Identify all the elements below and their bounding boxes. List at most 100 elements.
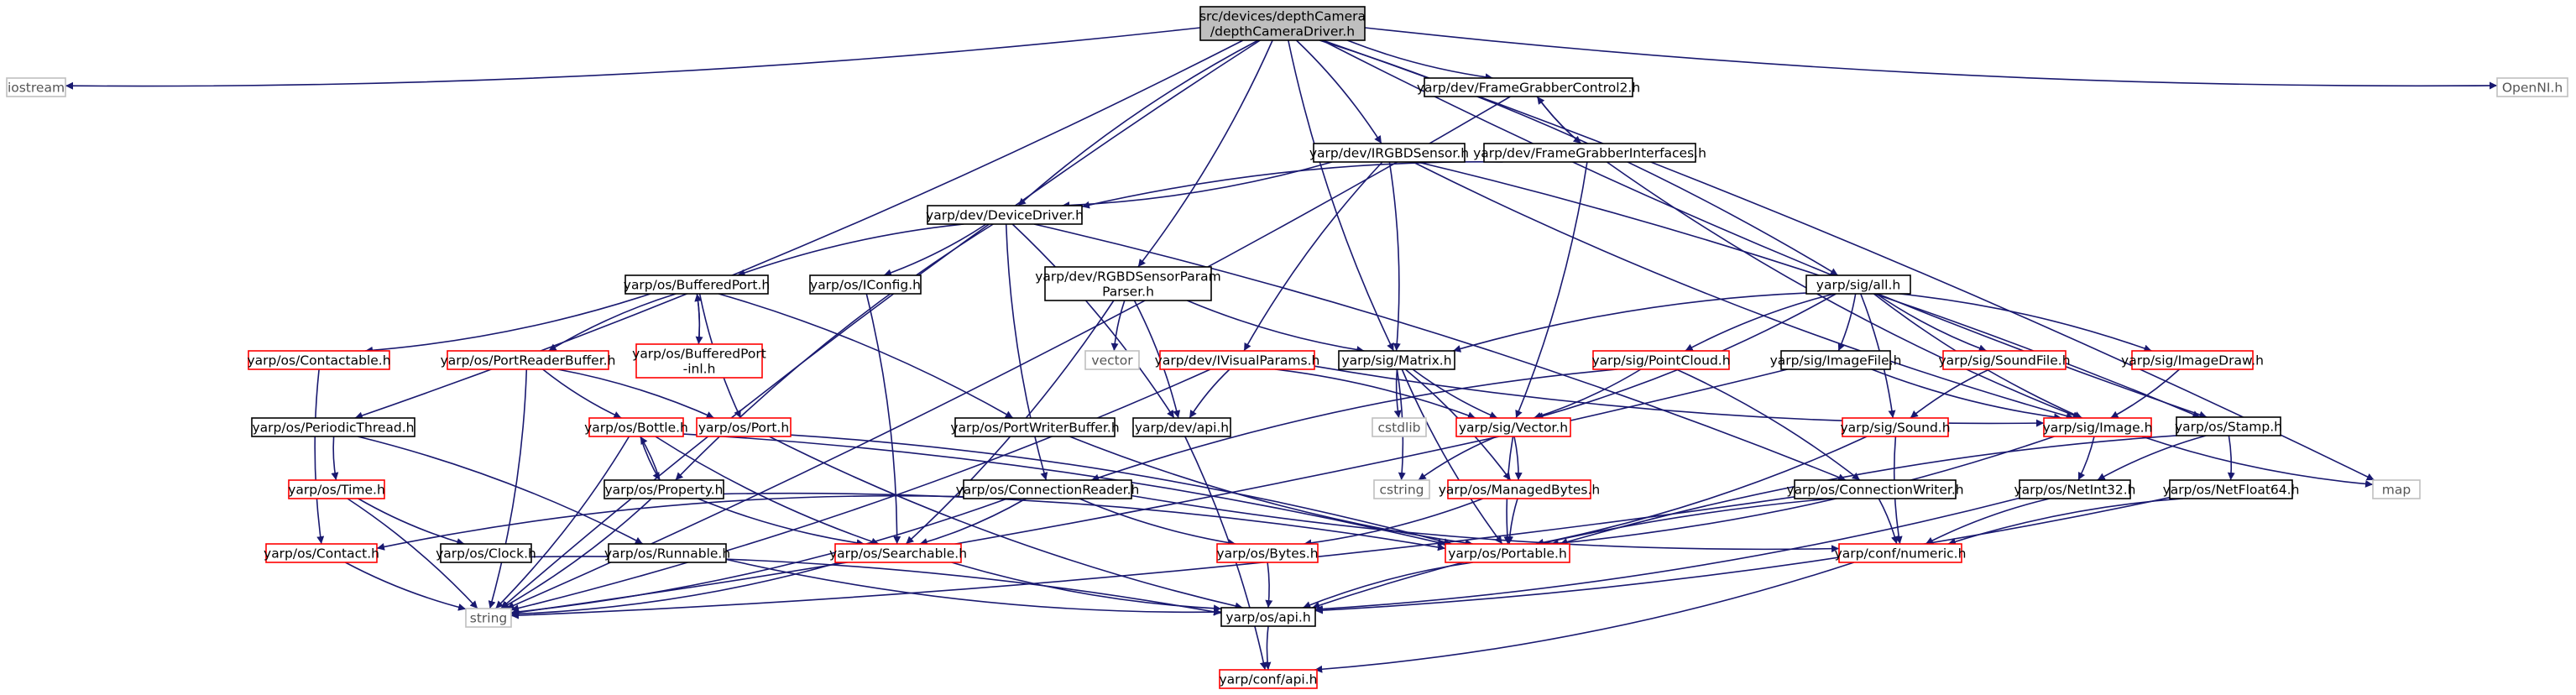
edge-connectionreader-to-searchable <box>919 498 1027 546</box>
node-label: yarp/os/ConnectionReader.h <box>956 483 1140 498</box>
edge-image-to-netint32 <box>2077 436 2095 481</box>
node-label: yarp/os/BufferedPort <box>632 347 766 362</box>
node-fgc2[interactable]: yarp/dev/FrameGrabberControl2.h <box>1417 77 1640 97</box>
node-contact[interactable]: yarp/os/Contact.h <box>264 543 379 563</box>
edge-bottle-to-portable <box>682 433 1446 546</box>
edge-root-to-iostream <box>65 27 1201 90</box>
node-contactable[interactable]: yarp/os/Contactable.h <box>247 350 391 370</box>
edge-root-to-rgbdparser <box>1137 39 1273 268</box>
node-box <box>1220 607 1316 627</box>
node-label: yarp/os/Bottle.h <box>584 421 688 436</box>
node-box <box>624 274 769 295</box>
edge-connectionreader-to-contact <box>376 494 964 551</box>
node-cstring: cstring <box>1373 479 1430 499</box>
edge-port-to-osapi <box>769 436 1243 610</box>
edge-bufferedport-to-portreaderbuffer <box>548 293 677 352</box>
edge-bottle-to-property <box>640 436 661 481</box>
node-box <box>1842 417 1949 437</box>
node-box <box>1805 274 1911 295</box>
edge-devicedriver-to-bufferedport <box>737 223 964 277</box>
node-matrix[interactable]: yarp/sig/Matrix.h <box>1338 350 1455 370</box>
node-label: yarp/os/Property.h <box>604 483 723 498</box>
node-runnable[interactable]: yarp/os/Runnable.h <box>604 543 730 563</box>
edge-root-to-irgbd <box>1295 39 1382 144</box>
edge-pointcloud-to-connectionreader <box>1090 368 1617 482</box>
node-property[interactable]: yarp/os/Property.h <box>604 479 724 499</box>
node-netint32[interactable]: yarp/os/NetInt32.h <box>2014 479 2136 499</box>
node-box <box>2176 416 2281 436</box>
node-vector: vector <box>1084 350 1140 370</box>
node-label: iostream <box>8 81 65 96</box>
node-pointcloud[interactable]: yarp/sig/PointCloud.h <box>1591 350 1731 370</box>
node-irgbd[interactable]: yarp/dev/IRGBDSensor.h <box>1309 143 1469 163</box>
node-box <box>1044 266 1212 301</box>
node-confapi[interactable]: yarp/conf/api.h <box>1219 669 1318 689</box>
edge-root-to-fgc2 <box>1346 39 1493 81</box>
node-searchable[interactable]: yarp/os/Searchable.h <box>829 543 967 563</box>
node-sigvector[interactable]: yarp/sig/Vector.h <box>1455 417 1571 437</box>
node-soundfile[interactable]: yarp/sig/SoundFile.h <box>1938 350 2071 370</box>
node-label: yarp/sig/PointCloud.h <box>1591 353 1730 368</box>
node-label: yarp/os/Runnable.h <box>604 546 730 562</box>
node-box <box>1942 350 2067 370</box>
node-managedbytes[interactable]: yarp/os/ManagedBytes.h <box>1439 479 1601 499</box>
edge-root-to-devicedriver <box>1017 39 1259 206</box>
edge-port-to-portable <box>790 434 1452 546</box>
node-label: yarp/sig/ImageFile.h <box>1770 353 1902 368</box>
header-nodes: src/devices/depthCamera/depthCameraDrive… <box>6 6 2568 689</box>
node-box <box>834 543 962 563</box>
node-sigall[interactable]: yarp/sig/all.h <box>1805 274 1911 295</box>
node-box <box>809 274 922 295</box>
node-bufferedport[interactable]: yarp/os/BufferedPort.h <box>624 274 770 295</box>
node-bufferedportinl[interactable]: yarp/os/BufferedPort-inl.h <box>632 343 766 379</box>
node-portwriterbuffer[interactable]: yarp/os/PortWriterBuffer.h <box>950 417 1120 437</box>
node-label: yarp/dev/FrameGrabberControl2.h <box>1417 81 1640 96</box>
edge-bottle-to-string <box>494 436 630 609</box>
edge-iconfig-to-searchable <box>865 293 901 545</box>
edge-fgi-to-fgc2 <box>1536 96 1582 144</box>
node-box <box>1159 350 1315 370</box>
node-box <box>6 77 66 97</box>
edge-portreaderbuffer-to-port <box>557 368 715 419</box>
node-root[interactable]: src/devices/depthCamera/depthCameraDrive… <box>1199 6 1366 41</box>
node-time[interactable]: yarp/os/Time.h <box>288 479 385 499</box>
node-clock[interactable]: yarp/os/Clock.h <box>436 543 536 563</box>
edge-fgi-to-sigvector <box>1515 161 1588 419</box>
node-stamp[interactable]: yarp/os/Stamp.h <box>2175 416 2282 436</box>
node-box <box>963 479 1132 499</box>
node-osapi[interactable]: yarp/os/api.h <box>1220 607 1316 627</box>
edge-root-to-map <box>1322 39 2375 481</box>
node-connectionwriter[interactable]: yarp/os/ConnectionWriter.h <box>1786 479 1964 499</box>
node-connectionreader[interactable]: yarp/os/ConnectionReader.h <box>956 479 1140 499</box>
node-portreaderbuffer[interactable]: yarp/os/PortReaderBuffer.h <box>441 350 616 370</box>
node-fgi[interactable]: yarp/dev/FrameGrabberInterfaces.h <box>1473 143 1706 163</box>
node-netfloat64[interactable]: yarp/os/NetFloat64.h <box>2163 479 2300 499</box>
edge-runnable-to-osapi <box>725 558 1222 616</box>
edge-portwriterbuffer-to-portable <box>1069 436 1473 547</box>
node-imagedraw[interactable]: yarp/sig/ImageDraw.h <box>2121 350 2264 370</box>
edge-matrix-to-cstdlib <box>1393 368 1402 419</box>
node-sound[interactable]: yarp/sig/Sound.h <box>1840 417 1951 437</box>
node-label: yarp/dev/RGBDSensorParam <box>1035 269 1220 285</box>
node-devicedriver[interactable]: yarp/dev/DeviceDriver.h <box>926 205 1084 225</box>
node-bytes[interactable]: yarp/os/Bytes.h <box>1216 543 1319 563</box>
node-label: yarp/dev/FrameGrabberInterfaces.h <box>1473 146 1706 161</box>
node-periodicthread[interactable]: yarp/os/PeriodicThread.h <box>251 417 415 437</box>
node-iconfig[interactable]: yarp/os/IConfig.h <box>809 274 922 295</box>
edge-stamp-to-netint32 <box>2097 435 2207 481</box>
node-devapi[interactable]: yarp/dev/api.h <box>1132 417 1231 437</box>
node-portable[interactable]: yarp/os/Portable.h <box>1445 543 1570 563</box>
edge-connectionwriter-to-string <box>510 496 1795 619</box>
node-numeric[interactable]: yarp/conf/numeric.h <box>1835 543 1967 563</box>
node-image[interactable]: yarp/sig/Image.h <box>2043 417 2153 437</box>
node-label: yarp/os/ManagedBytes.h <box>1439 483 1601 498</box>
node-port[interactable]: yarp/os/Port.h <box>696 417 792 437</box>
node-bottle[interactable]: yarp/os/Bottle.h <box>584 417 688 437</box>
node-box <box>288 479 385 499</box>
node-imagefile[interactable]: yarp/sig/ImageFile.h <box>1770 350 1902 370</box>
node-ivisualparams[interactable]: yarp/dev/IVisualParams.h <box>1155 350 1320 370</box>
node-box <box>1132 417 1231 437</box>
node-box <box>2019 479 2131 499</box>
edge-portreaderbuffer-to-string <box>488 368 528 609</box>
